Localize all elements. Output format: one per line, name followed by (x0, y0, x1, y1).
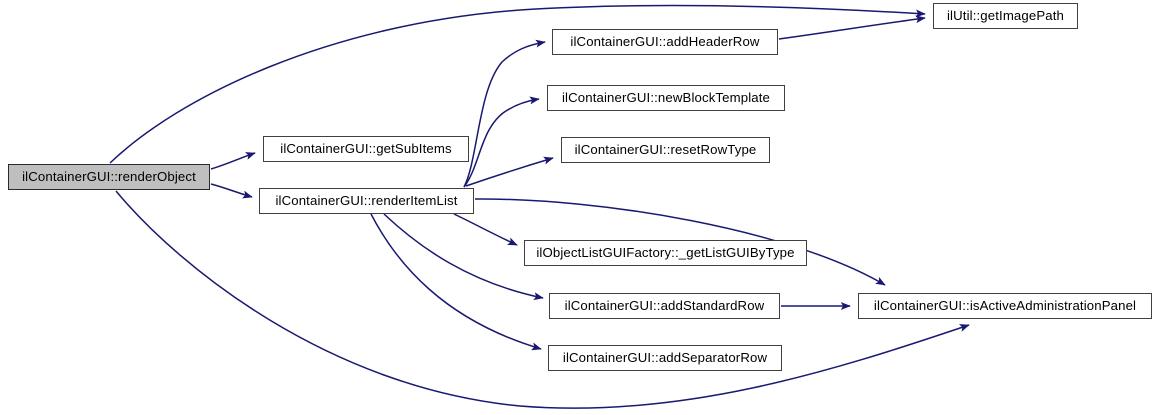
node-get-image-path[interactable]: ilUtil::getImagePath (933, 3, 1078, 29)
edge-addHeaderRow-to-getImagePath (778, 15, 926, 40)
node-render-item-list[interactable]: ilContainerGUI::renderItemList (259, 188, 474, 214)
node-label: ilUtil::getImagePath (947, 8, 1064, 24)
node-add-standard-row[interactable]: ilContainerGUI::addStandardRow (549, 293, 780, 319)
node-new-block-template[interactable]: ilContainerGUI::newBlockTemplate (547, 85, 785, 111)
edge-renderItemList-to-addSeparatorRow (370, 213, 542, 351)
node-is-active-administration-panel[interactable]: ilContainerGUI::isActiveAdministrationPa… (858, 293, 1152, 319)
node-label: ilObjectListGUIFactory::_getListGUIByTyp… (536, 245, 795, 261)
edge-renderObject-to-renderItemList (210, 183, 253, 199)
node-label: ilContainerGUI::addSeparatorRow (562, 350, 768, 366)
node-label: ilContainerGUI::getSubItems (280, 141, 452, 157)
edge-renderObject-to-getImagePath (109, 4, 926, 164)
edge-renderObject-to-isActiveAdministrationPanel (115, 190, 970, 409)
node-label: ilContainerGUI::isActiveAdministrationPa… (873, 298, 1137, 314)
node-reset-row-type[interactable]: ilContainerGUI::resetRowType (561, 137, 770, 163)
edge-renderItemList-to-addStandardRow (383, 213, 544, 301)
edge-renderObject-to-getSubItems (210, 152, 256, 170)
node-label: ilContainerGUI::renderObject (22, 169, 196, 185)
node-add-header-row[interactable]: ilContainerGUI::addHeaderRow (552, 29, 778, 55)
edge-renderItemList-to-newBlockTemplate (463, 96, 540, 188)
node-add-separator-row[interactable]: ilContainerGUI::addSeparatorRow (548, 345, 782, 371)
node-label: ilContainerGUI::addStandardRow (564, 298, 765, 314)
edge-renderItemList-to-addHeaderRow (463, 39, 546, 188)
node-get-sub-items[interactable]: ilContainerGUI::getSubItems (263, 136, 469, 162)
edge-renderItemList-to-resetRowType (465, 156, 554, 187)
edge-renderItemList-to-getListGUIByType (453, 213, 518, 246)
node-label: ilContainerGUI::newBlockTemplate (562, 90, 770, 106)
node-label: ilContainerGUI::addHeaderRow (570, 34, 760, 50)
node-get-list-gui-by-type[interactable]: ilObjectListGUIFactory::_getListGUIByTyp… (524, 240, 807, 266)
node-label: ilContainerGUI::renderItemList (275, 193, 458, 209)
node-label: ilContainerGUI::resetRowType (574, 142, 757, 158)
node-render-object[interactable]: ilContainerGUI::renderObject (8, 164, 210, 190)
